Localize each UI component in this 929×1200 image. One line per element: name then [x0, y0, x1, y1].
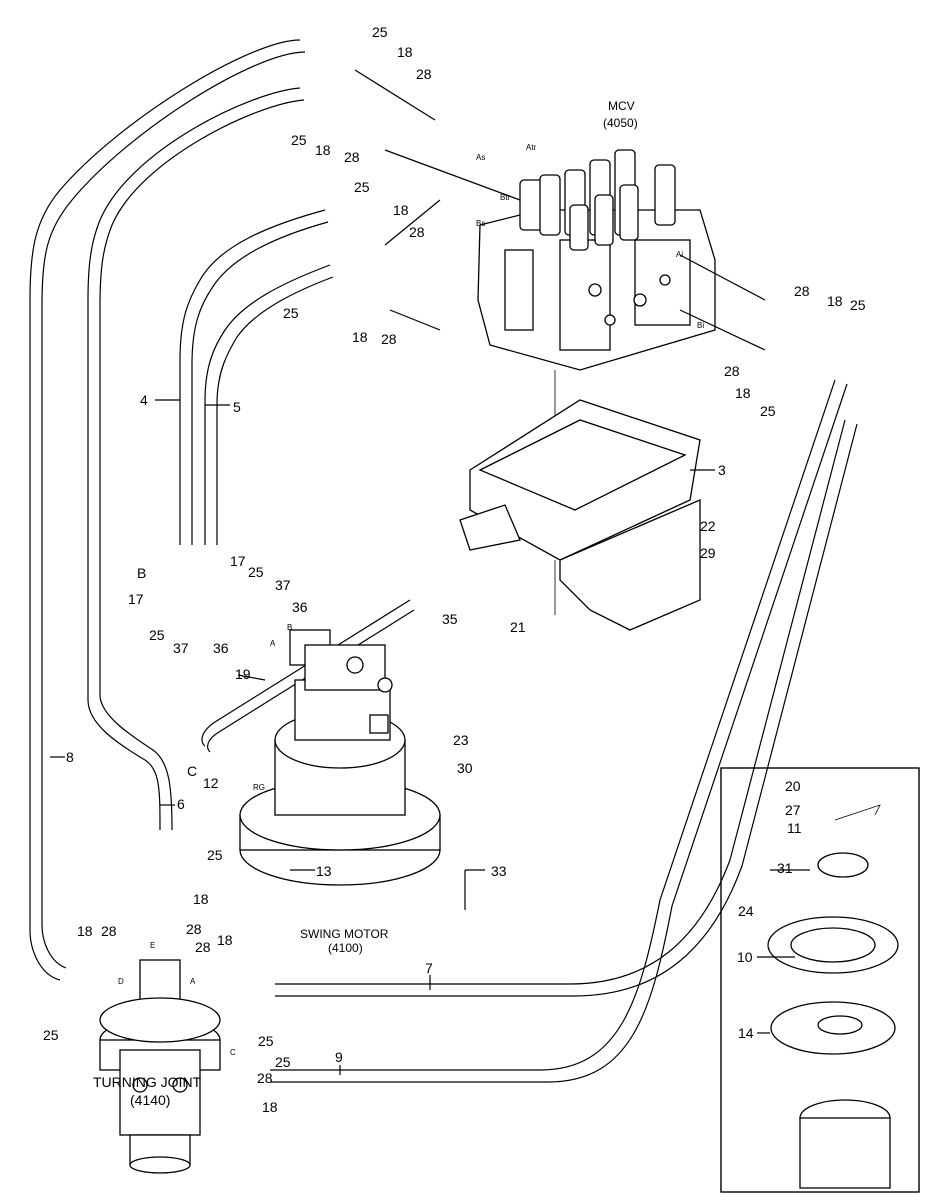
swing-motor-caption-code: (4100)	[328, 941, 363, 955]
callout-20: 20	[785, 778, 801, 794]
callout-25: 25	[43, 1027, 59, 1043]
callout-17: 17	[230, 553, 246, 569]
callout-36: 36	[213, 640, 229, 656]
callout-28: 28	[195, 939, 211, 955]
callout-28: 28	[409, 224, 425, 240]
port-label-tj-e: E	[150, 941, 155, 950]
callout-14: 14	[738, 1025, 754, 1041]
callout-28: 28	[257, 1070, 273, 1086]
assembly-captions: MCV (4050) SWING MOTOR (4100) TURNING JO…	[93, 99, 638, 1108]
callout-25: 25	[248, 564, 264, 580]
callout-29: 29	[700, 545, 716, 561]
callout-18: 18	[193, 891, 209, 907]
callout-4: 4	[140, 392, 148, 408]
callout-25: 25	[850, 297, 866, 313]
callout-18: 18	[262, 1099, 278, 1115]
turning-joint-caption-code: (4140)	[130, 1092, 170, 1108]
callout-28: 28	[381, 331, 397, 347]
port-labels: Atr As Btr Bs Ai Bi A B RG D A E C	[118, 143, 704, 1057]
callout-23: 23	[453, 732, 469, 748]
callout-27: 27	[785, 802, 801, 818]
callout-B: B	[137, 565, 146, 581]
swing-motor	[239, 629, 441, 886]
callout-13: 13	[316, 863, 332, 879]
swing-motor-caption-name: SWING MOTOR	[300, 927, 389, 941]
callout-25: 25	[275, 1054, 291, 1070]
port-label-btr: Btr	[500, 193, 511, 202]
callout-18: 18	[735, 385, 751, 401]
callout-37: 37	[173, 640, 189, 656]
callout-22: 22	[700, 518, 716, 534]
mcv-valve	[477, 149, 716, 500]
callout-25: 25	[760, 403, 776, 419]
mcv-caption-code: (4050)	[603, 116, 638, 130]
callout-6: 6	[177, 796, 185, 812]
callout-21: 21	[510, 619, 526, 635]
port-label-motor-b: B	[287, 623, 292, 632]
callout-18: 18	[217, 932, 233, 948]
port-label-ai: Ai	[676, 250, 683, 259]
callout-31: 31	[777, 860, 793, 876]
mcv-bracket	[459, 399, 701, 631]
callout-28: 28	[101, 923, 117, 939]
callout-25: 25	[207, 847, 223, 863]
port-label-motor-a: A	[270, 639, 276, 648]
callout-5: 5	[233, 399, 241, 415]
callout-labels: 25 18 28 25 18 28 25 18 28 25 18 28 28 1…	[43, 24, 866, 1115]
callout-19: 19	[235, 666, 251, 682]
port-label-as: As	[476, 153, 485, 162]
hose-lines	[29, 39, 858, 1083]
port-label-tj-d: D	[118, 977, 124, 986]
callout-28: 28	[794, 283, 810, 299]
callout-9: 9	[335, 1049, 343, 1065]
callout-28: 28	[344, 149, 360, 165]
callout-28: 28	[416, 66, 432, 82]
callout-33: 33	[491, 863, 507, 879]
port-label-atr: Atr	[526, 143, 537, 152]
callout-25: 25	[283, 305, 299, 321]
callout-C: C	[187, 763, 197, 779]
port-label-tj-c: C	[230, 1048, 236, 1057]
callout-8: 8	[66, 749, 74, 765]
callout-10: 10	[737, 949, 753, 965]
callout-28: 28	[724, 363, 740, 379]
callout-18: 18	[397, 44, 413, 60]
callout-25: 25	[354, 179, 370, 195]
callout-25: 25	[291, 132, 307, 148]
callout-28: 28	[186, 921, 202, 937]
callout-36: 36	[292, 599, 308, 615]
port-label-bs: Bs	[476, 219, 485, 228]
leader-lines	[50, 69, 810, 1075]
turning-joint-caption-name: TURNING JOINT	[93, 1074, 202, 1090]
callout-25: 25	[372, 24, 388, 40]
callout-7: 7	[425, 960, 433, 976]
callout-18: 18	[393, 202, 409, 218]
callout-30: 30	[457, 760, 473, 776]
callout-17: 17	[128, 591, 144, 607]
detail-inset	[720, 767, 920, 1193]
port-label-bi: Bi	[697, 321, 704, 330]
callout-25: 25	[258, 1033, 274, 1049]
callout-18: 18	[77, 923, 93, 939]
callout-18: 18	[315, 142, 331, 158]
callout-3: 3	[718, 462, 726, 478]
callout-25: 25	[149, 627, 165, 643]
callout-37: 37	[275, 577, 291, 593]
callout-18: 18	[827, 293, 843, 309]
turning-joint	[99, 959, 221, 1174]
port-label-rg: RG	[253, 783, 265, 792]
port-label-tj-a: A	[190, 977, 196, 986]
callout-12: 12	[203, 775, 219, 791]
callout-18: 18	[352, 329, 368, 345]
callout-24: 24	[738, 903, 754, 919]
mcv-caption-name: MCV	[608, 99, 635, 113]
callout-11: 11	[787, 820, 802, 836]
callout-35: 35	[442, 611, 458, 627]
